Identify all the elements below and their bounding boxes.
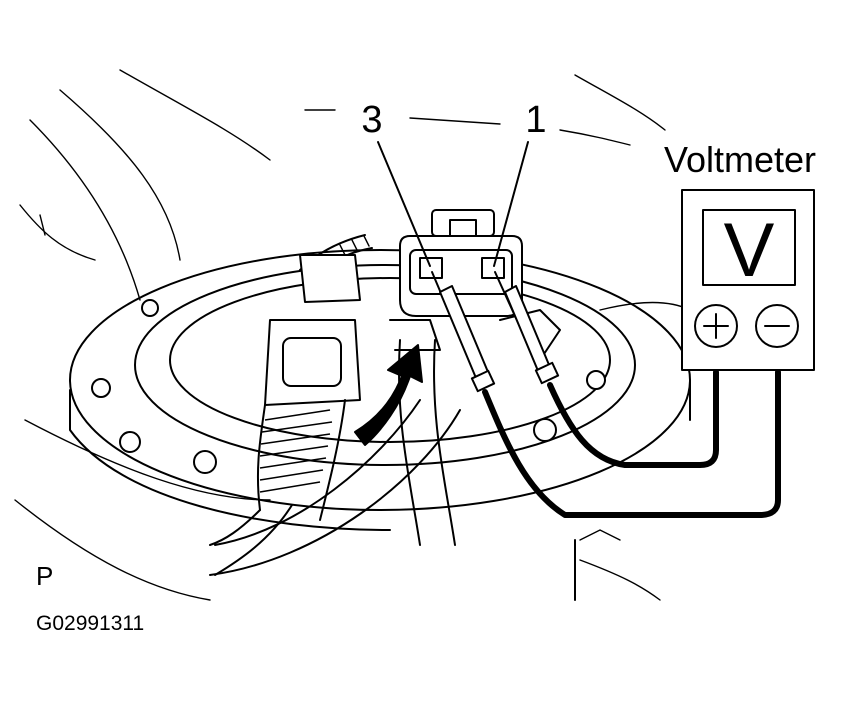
voltmeter-label: Voltmeter [664,139,816,180]
plus-terminal-icon [694,304,738,348]
test-probe-1 [494,271,560,385]
background-sketch [14,69,691,601]
voltmeter: V [681,189,815,371]
pin-1-label: 1 [525,99,546,141]
minus-terminal-icon [755,304,799,348]
flange-bolt [193,450,217,474]
voltmeter-display-text: V [724,208,775,293]
test-probe-3 [431,271,496,393]
flange-bolt [141,299,159,317]
corner-letter: P [36,561,53,591]
figure-code: G02991311 [36,612,144,635]
terminal-3-cavity [419,257,443,279]
terminal-1-cavity [481,257,505,279]
flange-bolt [91,378,111,398]
flange-bolt [119,431,141,453]
test-leads [482,369,781,518]
pin-3-label: 3 [361,99,382,141]
pump-flange [69,249,691,531]
wire-harness [209,234,461,576]
flange-bolt [586,370,606,390]
pin-leader-lines [377,141,529,267]
curved-arrow-icon [354,344,423,446]
flange-bolt [533,418,557,442]
connector-housing [389,209,561,361]
